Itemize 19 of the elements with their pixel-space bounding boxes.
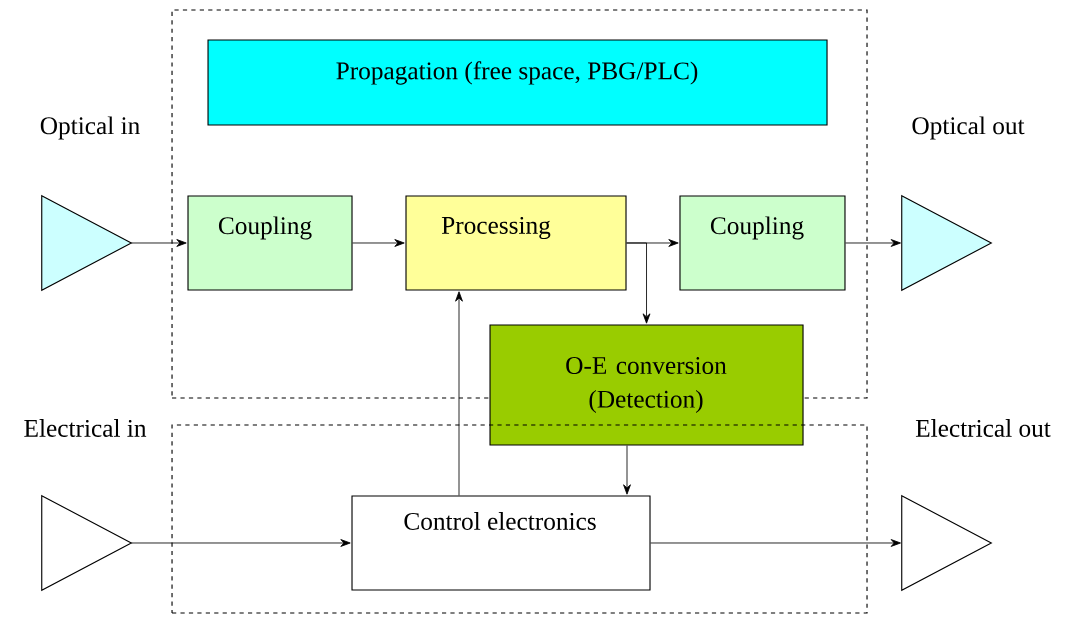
arrow (130, 239, 187, 247)
process-box: Coupling (187, 195, 353, 291)
arrow (626, 242, 651, 324)
process-box: Propagation (free space, PBG/PLC) (207, 39, 828, 126)
process-box: Processing (405, 195, 627, 291)
process-box: Coupling (679, 195, 846, 291)
process-box: Control electronics (351, 495, 651, 591)
process-box: O-E conversion (Detection) (489, 324, 804, 446)
node-label: Electrical out (915, 419, 1051, 437)
node-label: Electrical in (24, 419, 147, 437)
arrow (623, 445, 631, 495)
arrow (352, 239, 405, 247)
node-label: Optical in (40, 116, 140, 140)
dashed-region-box (171, 424, 868, 614)
arrow (845, 239, 901, 247)
arrow (130, 539, 351, 547)
node-label: Optical out (912, 116, 1025, 140)
arrow (650, 539, 901, 547)
arrow (455, 291, 463, 496)
